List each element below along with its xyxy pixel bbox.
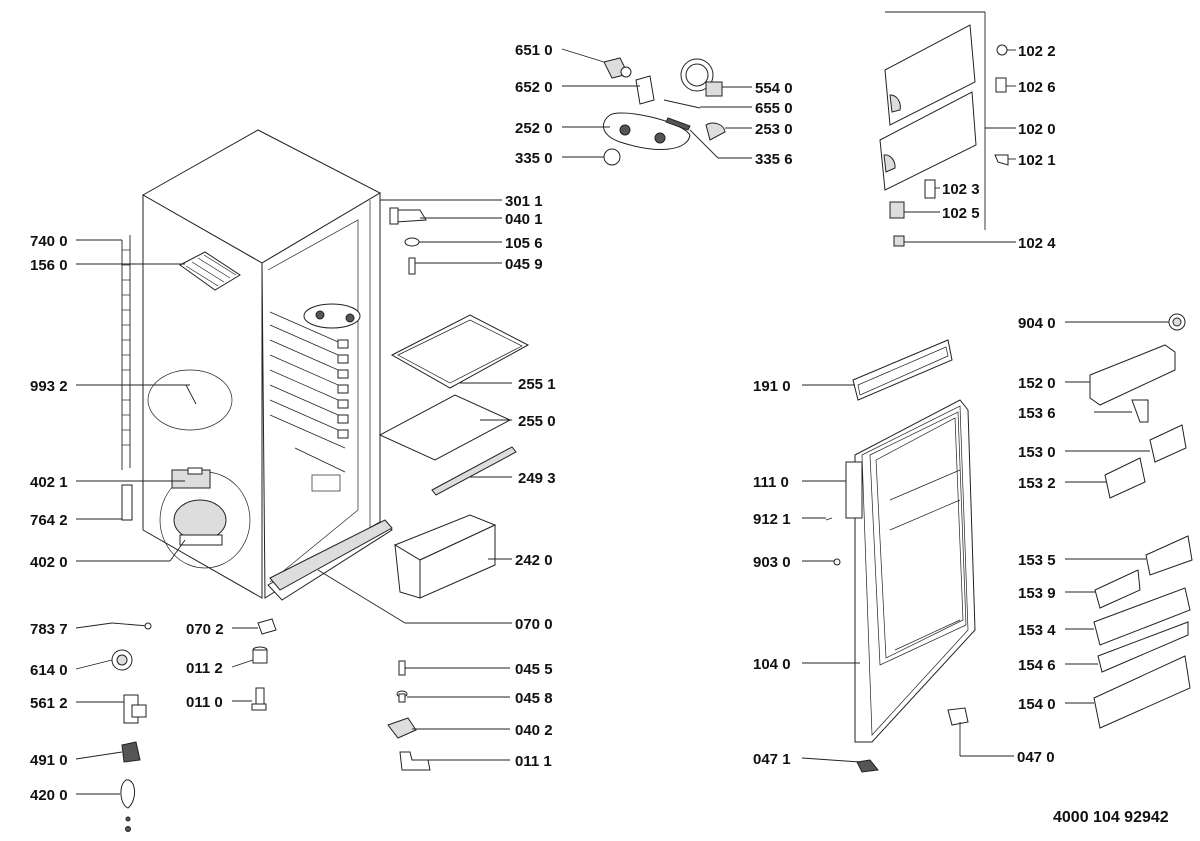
label-045-9: 045 9 [505, 256, 543, 273]
label-102-0: 102 0 [1018, 121, 1056, 138]
label-153-4: 153 4 [1018, 622, 1056, 639]
label-652-0: 652 0 [515, 79, 553, 96]
label-561-2: 561 2 [30, 695, 68, 712]
label-655-0: 655 0 [755, 100, 793, 117]
label-912-1: 912 1 [753, 511, 791, 528]
refrigerator-cabinet [121, 129, 393, 601]
label-993-2: 993 2 [30, 378, 68, 395]
label-153-2: 153 2 [1018, 475, 1056, 492]
label-651-0: 651 0 [515, 42, 553, 59]
label-491-0: 491 0 [30, 752, 68, 769]
label-249-3: 249 3 [518, 470, 556, 487]
label-011-2: 011 2 [186, 660, 223, 677]
label-102-3: 102 3 [942, 181, 980, 198]
refrigerator-door [825, 339, 976, 773]
label-301-1: 301 1 [505, 193, 543, 210]
label-070-0: 070 0 [515, 616, 553, 633]
label-154-6: 154 6 [1018, 657, 1056, 674]
label-104-0: 104 0 [753, 656, 791, 673]
label-764-2: 764 2 [30, 512, 68, 529]
label-102-6: 102 6 [1018, 79, 1056, 96]
label-102-5: 102 5 [942, 205, 980, 222]
label-047-0: 047 0 [1017, 749, 1055, 766]
label-554-0: 554 0 [755, 80, 793, 97]
label-045-5: 045 5 [515, 661, 553, 678]
label-783-7: 783 7 [30, 621, 68, 638]
label-153-6: 153 6 [1018, 405, 1056, 422]
label-011-0: 011 0 [186, 694, 223, 711]
label-047-1: 047 1 [753, 751, 791, 768]
label-111-0: 111 0 [753, 474, 789, 491]
label-040-2: 040 2 [515, 722, 553, 739]
label-614-0: 614 0 [30, 662, 68, 679]
document-code: 4000 104 92942 [1053, 809, 1169, 826]
label-402-1: 402 1 [30, 474, 68, 491]
small-parts-bottom-left [111, 618, 431, 832]
label-402-0: 402 0 [30, 554, 68, 571]
label-153-0: 153 0 [1018, 444, 1056, 461]
thermostat-group [602, 57, 726, 166]
door-accessories [1089, 313, 1193, 729]
label-904-0: 904 0 [1018, 315, 1056, 332]
label-102-2: 102 2 [1018, 43, 1056, 60]
label-242-0: 242 0 [515, 552, 553, 569]
compressor [171, 467, 227, 546]
label-102-1: 102 1 [1018, 152, 1056, 169]
label-153-5: 153 5 [1018, 552, 1056, 569]
label-153-9: 153 9 [1018, 585, 1056, 602]
label-191-0: 191 0 [753, 378, 791, 395]
leader-lines [75, 48, 1169, 795]
label-903-0: 903 0 [753, 554, 791, 571]
label-070-2: 070 2 [186, 621, 224, 638]
label-335-6: 335 6 [755, 151, 793, 168]
label-252-0: 252 0 [515, 120, 553, 137]
label-255-0: 255 0 [518, 413, 556, 430]
label-040-1: 040 1 [505, 211, 543, 228]
shelves [378, 314, 530, 599]
label-253-0: 253 0 [755, 121, 793, 138]
freezer-door-group [879, 11, 1009, 247]
label-045-8: 045 8 [515, 690, 553, 707]
label-420-0: 420 0 [30, 787, 68, 804]
label-154-0: 154 0 [1018, 696, 1056, 713]
label-152-0: 152 0 [1018, 375, 1056, 392]
label-255-1: 255 1 [518, 376, 556, 393]
label-011-1: 011 1 [515, 753, 552, 770]
label-102-4: 102 4 [1018, 235, 1056, 252]
label-105-6: 105 6 [505, 235, 543, 252]
evaporator-panel [179, 251, 241, 291]
label-335-0: 335 0 [515, 150, 553, 167]
part-labels: 651 0 652 0 252 0 335 0 554 0 655 0 253 … [30, 42, 1169, 826]
crisper-drawer [393, 514, 497, 599]
label-740-0: 740 0 [30, 233, 68, 250]
label-156-0: 156 0 [30, 257, 68, 274]
